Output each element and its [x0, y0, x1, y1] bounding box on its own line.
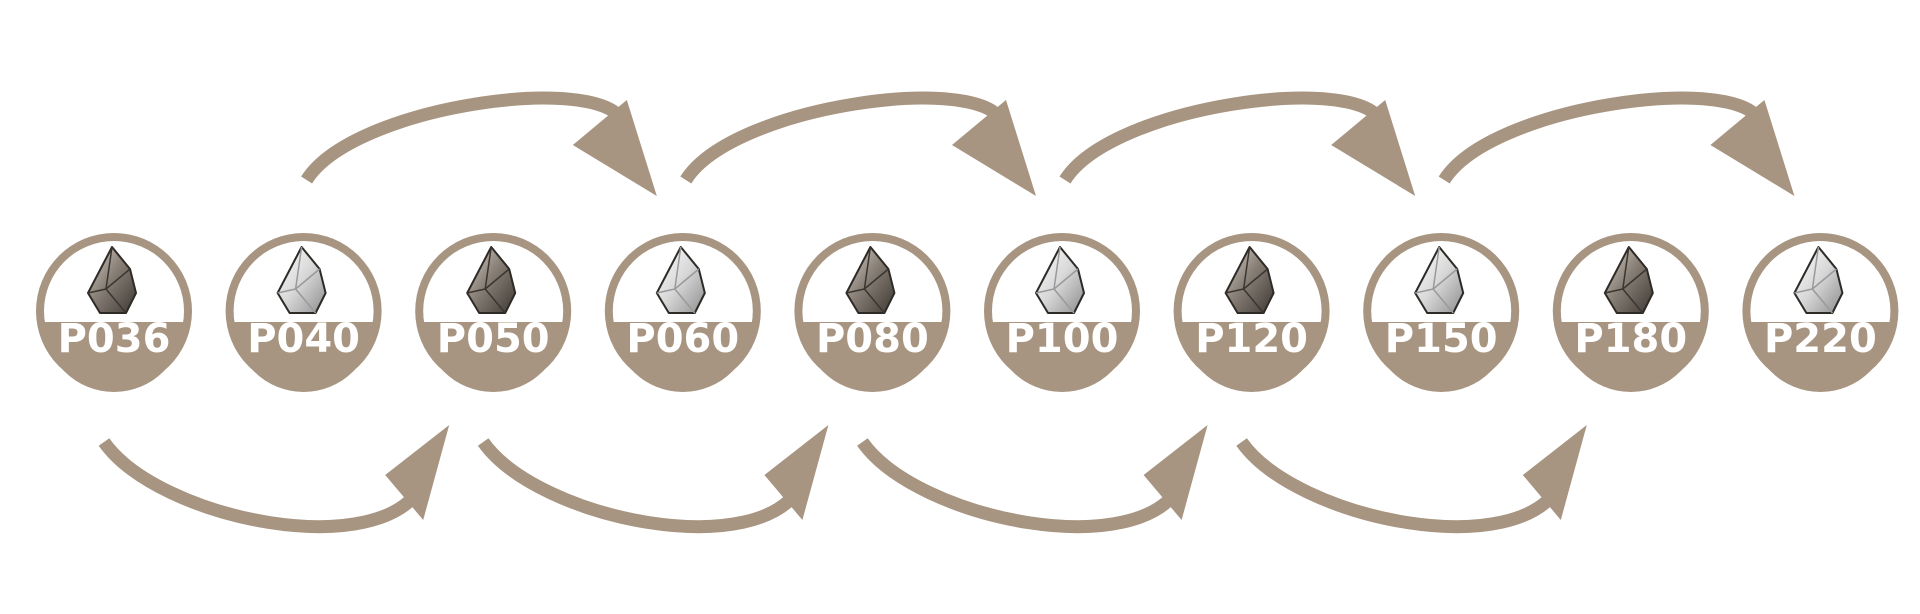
grit-label: P220 — [1764, 316, 1877, 362]
grit-badge-p060: P060 — [604, 233, 761, 392]
abrasive-grain-icon — [466, 246, 517, 314]
grit-label: P040 — [247, 316, 360, 362]
grit-badge-p050: P050 — [415, 233, 572, 392]
arrow-shaft — [857, 438, 1188, 534]
badge-label-band — [1181, 322, 1322, 392]
abrasive-grain-icon — [1414, 246, 1465, 314]
arrow-shaft — [1236, 438, 1567, 534]
grit-label: P050 — [437, 316, 550, 362]
badge-label-band — [423, 322, 564, 392]
arrowhead — [385, 425, 450, 520]
abrasive-grain-icon — [1035, 246, 1085, 314]
badge-label-band — [612, 322, 753, 392]
badge-label-band — [233, 322, 374, 392]
badge-label-band — [992, 322, 1132, 392]
grit-badge-p080: P080 — [794, 233, 951, 392]
arrow-shaft — [680, 91, 1009, 184]
badge-label-band — [1560, 322, 1701, 392]
badge-label-band — [802, 322, 943, 392]
arrowhead — [1331, 100, 1416, 196]
grit-badge-p150: P150 — [1363, 233, 1520, 392]
top-arrow-p060-to-p100 — [680, 91, 1036, 196]
abrasive-grain-icon — [1224, 246, 1275, 314]
grit-label: P036 — [58, 316, 171, 362]
grit-label: P180 — [1574, 316, 1687, 362]
abrasive-grain-icon — [845, 246, 896, 314]
grit-badges: P036 P040 P050 P060 P080 P100 P120 P150 P180 P220 — [36, 233, 1899, 392]
badge-label-band — [44, 322, 184, 392]
grit-badge-p100: P100 — [984, 233, 1140, 392]
bottom-arrow-p050-to-p080 — [477, 425, 829, 534]
abrasive-grain-icon — [1603, 246, 1654, 314]
arrowhead — [1710, 100, 1795, 196]
bottom-arrow-p036-to-p050 — [98, 425, 450, 534]
arrowhead — [952, 100, 1036, 196]
grit-badge-p180: P180 — [1552, 233, 1709, 392]
arrows-layer — [98, 91, 1795, 534]
bottom-arrow-p120-to-p180 — [1236, 425, 1587, 534]
grit-badge-p040: P040 — [225, 233, 382, 392]
grit-badge-p036: P036 — [36, 233, 192, 392]
arrow-shaft — [301, 91, 629, 184]
grit-badge-p120: P120 — [1173, 233, 1330, 392]
top-arrow-p100-to-p150 — [1059, 91, 1416, 196]
badge-label-band — [1371, 322, 1512, 392]
grit-label: P060 — [626, 316, 739, 362]
grit-label: P120 — [1195, 316, 1308, 362]
arrowhead — [1143, 425, 1208, 520]
abrasive-grain-icon — [87, 246, 137, 314]
bottom-arrow-p080-to-p120 — [857, 425, 1208, 534]
arrow-shaft — [1438, 91, 1767, 184]
arrowhead — [764, 425, 829, 520]
arrow-shaft — [477, 438, 809, 534]
arrow-shaft — [1059, 91, 1388, 184]
top-arrow-p040-to-p060 — [301, 91, 657, 196]
grit-label: P150 — [1385, 316, 1498, 362]
arrowhead — [572, 100, 657, 196]
abrasive-grain-icon — [276, 246, 327, 314]
badge-label-band — [1750, 322, 1891, 392]
top-arrow-p150-to-p220 — [1438, 91, 1795, 196]
grit-label: P080 — [816, 316, 929, 362]
arrow-shaft — [98, 438, 430, 534]
grit-badge-p220: P220 — [1742, 233, 1899, 392]
arrowhead — [1522, 425, 1587, 520]
abrasive-grain-icon — [1793, 246, 1844, 314]
abrasive-grain-icon — [655, 246, 706, 314]
grit-label: P100 — [1006, 316, 1119, 362]
